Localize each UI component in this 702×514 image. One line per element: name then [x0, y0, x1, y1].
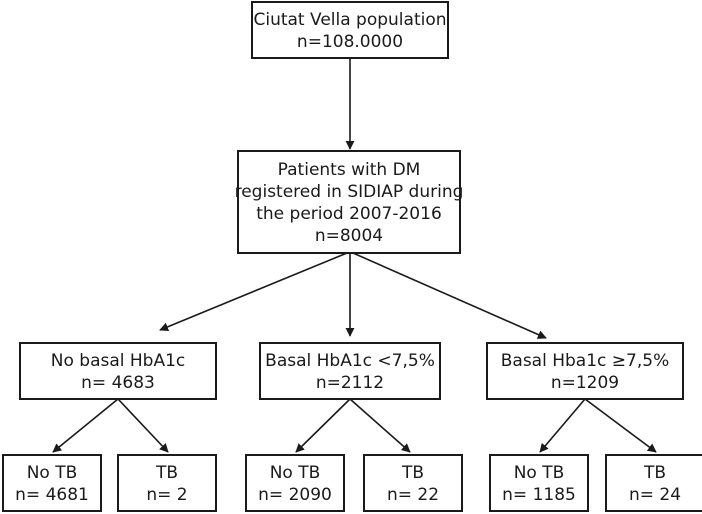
node-text-line: Ciutat Vella population: [253, 10, 446, 30]
node-box: [486, 342, 684, 400]
node-text-line: n= 1185: [502, 485, 576, 505]
edges: [52, 58, 657, 453]
node-basal-low: Basal HbA1c <7,5%n=2112: [259, 342, 441, 400]
node-text-line: n=2112: [316, 373, 384, 393]
edge-dm-to-no-basal: [159, 252, 348, 332]
arrow-line: [295, 398, 351, 453]
node-text-line: Patients with DM: [278, 160, 421, 180]
node-text-line: TB: [643, 463, 666, 483]
node-basal-low-tb: TBn= 22: [363, 454, 463, 512]
node-box: [237, 150, 461, 254]
node-basal-high: Basal Hba1c ≥7,5%n=1209: [486, 342, 684, 400]
node-box: [245, 454, 345, 512]
node-no-basal-tb: TBn= 2: [117, 454, 217, 512]
node-basal-high-no-tb: No TBn= 1185: [489, 454, 589, 512]
node-text-line: n= 24: [629, 485, 681, 505]
node-text-line: registered in SIDIAP during: [235, 182, 464, 202]
arrow-line: [539, 398, 586, 453]
node-box: [19, 342, 217, 400]
arrow-line: [117, 398, 169, 453]
edge-basal-high-to-basal-high-no-tb: [539, 398, 586, 453]
node-box: [363, 454, 463, 512]
node-basal-high-tb: TBn= 24: [605, 454, 702, 512]
node-text-line: the period 2007-2016: [256, 204, 442, 224]
node-text-line: n=108.0000: [297, 32, 403, 52]
arrow-line: [349, 398, 411, 453]
node-box: [117, 454, 217, 512]
node-text-line: n= 4683: [81, 373, 155, 393]
node-box: [489, 454, 589, 512]
edge-basal-high-to-basal-high-tb: [584, 398, 657, 453]
edge-basal-low-to-basal-low-no-tb: [295, 398, 351, 453]
node-text-line: Basal HbA1c <7,5%: [265, 351, 435, 371]
node-text-line: No TB: [27, 463, 78, 483]
node-text-line: TB: [401, 463, 424, 483]
edge-no-basal-to-no-basal-tb: [117, 398, 169, 453]
edge-no-basal-to-no-basal-no-tb: [52, 398, 119, 453]
node-box: [2, 454, 102, 512]
arrow-line: [52, 398, 119, 453]
node-no-basal-no-tb: No TBn= 4681: [2, 454, 102, 512]
node-text-line: n=1209: [551, 373, 619, 393]
node-text-line: TB: [155, 463, 178, 483]
node-text-line: n= 4681: [15, 485, 89, 505]
node-text-line: n= 2: [146, 485, 187, 505]
arrow-line: [584, 398, 657, 453]
node-text-line: Basal Hba1c ≥7,5%: [501, 351, 669, 371]
edge-dm-to-basal-high: [352, 252, 547, 339]
arrow-line: [159, 252, 348, 332]
node-text-line: No basal HbA1c: [51, 351, 186, 371]
node-text-line: n= 2090: [258, 485, 332, 505]
node-box: [259, 342, 441, 400]
node-text-line: n= 22: [387, 485, 439, 505]
node-basal-low-no-tb: No TBn= 2090: [245, 454, 345, 512]
node-text-line: No TB: [514, 463, 565, 483]
node-text-line: No TB: [270, 463, 321, 483]
node-box: [251, 1, 449, 59]
node-box: [605, 454, 702, 512]
node-text-line: n=8004: [315, 226, 383, 246]
edge-basal-low-to-basal-low-tb: [349, 398, 411, 453]
arrow-line: [352, 252, 547, 339]
